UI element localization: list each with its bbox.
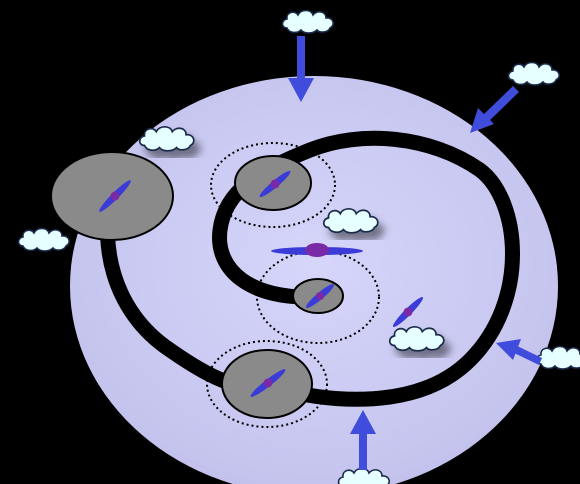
cloud-upper-left: [138, 125, 195, 152]
free-spin-right: [392, 296, 424, 328]
cloud-center: [322, 207, 379, 234]
dotted-region-2: [256, 250, 380, 344]
core-bottom: [221, 349, 313, 419]
cloud-top: [281, 9, 335, 34]
core-large-left: [50, 151, 174, 241]
arrow-top-right: [470, 86, 519, 133]
inflow-arrows: [288, 36, 542, 470]
dotted-region-1: [210, 142, 336, 228]
dotted-region-3: [206, 340, 328, 428]
arrow-bottom: [350, 410, 376, 470]
spiral-filament: [100, 130, 520, 407]
cloud-right: [535, 345, 580, 370]
arrow-right: [496, 339, 542, 365]
cloud-lower-right: [388, 325, 445, 352]
core-top: [234, 155, 312, 211]
cloud-left: [17, 227, 71, 252]
cloud-top-right: [507, 61, 561, 86]
free-spin-center: [271, 243, 363, 257]
arrow-top: [288, 36, 314, 102]
core-small-center: [292, 278, 344, 314]
